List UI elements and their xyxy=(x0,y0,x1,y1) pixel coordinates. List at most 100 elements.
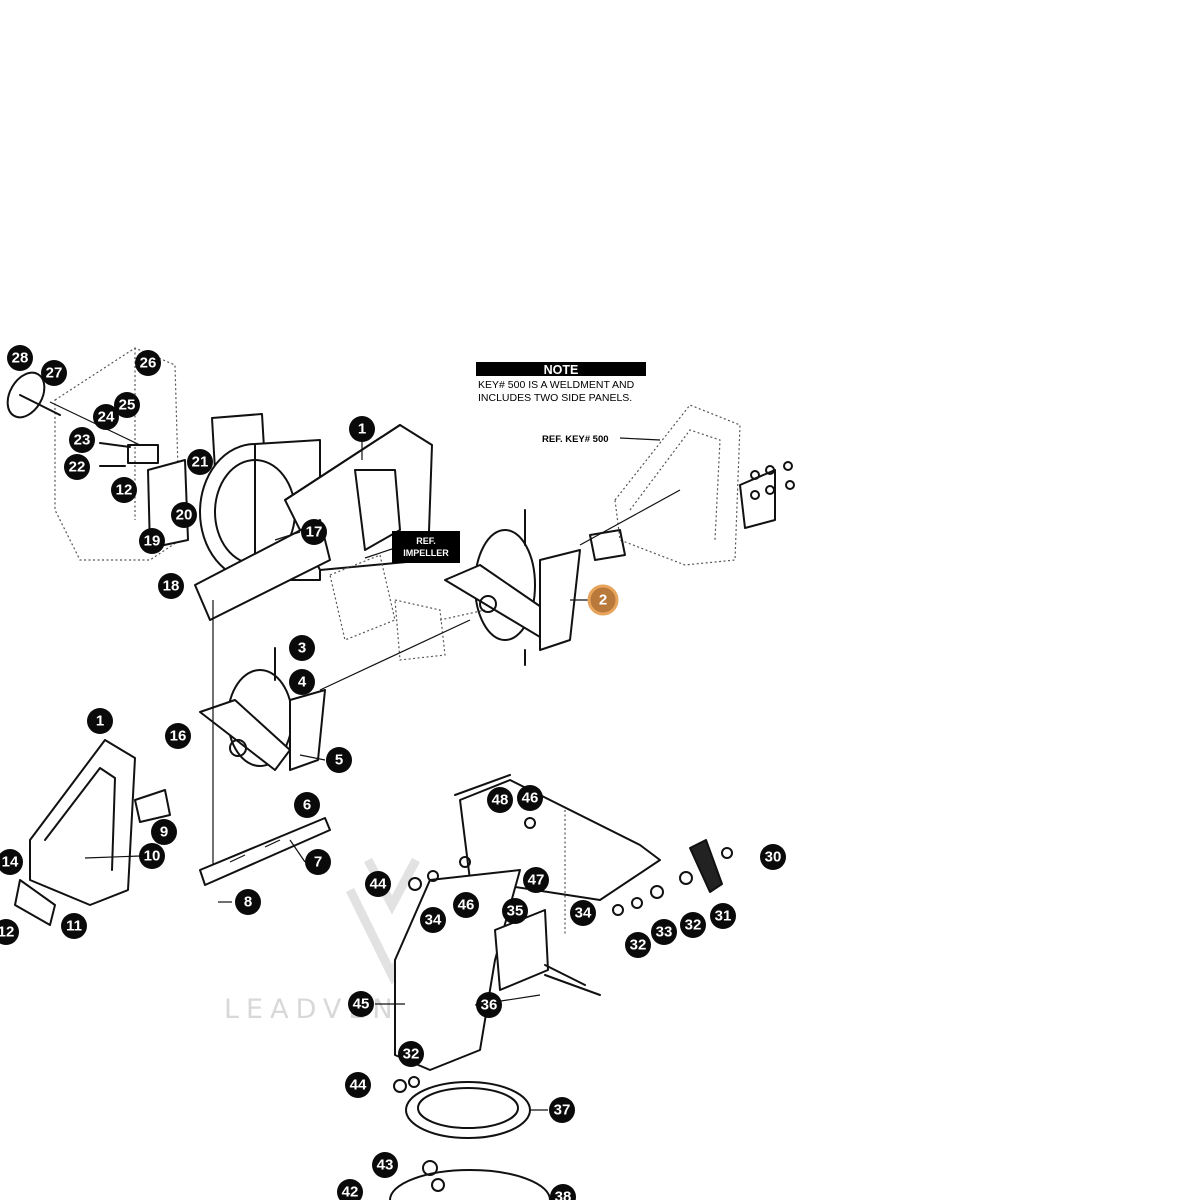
callout-22: 22 xyxy=(64,454,90,480)
chute-assembly xyxy=(389,774,661,1200)
ref-key-label: REF. KEY# 500 xyxy=(542,434,609,445)
callout-34-right: 34 xyxy=(570,900,596,926)
svg-text:32: 32 xyxy=(403,1046,420,1063)
callout-20: 20 xyxy=(171,502,197,528)
callout-9: 9 xyxy=(151,819,177,845)
callout-48: 48 xyxy=(487,787,513,813)
note-box: NOTE KEY# 500 IS A WELDMENT AND INCLUDES… xyxy=(476,362,646,404)
callout-46-mid: 46 xyxy=(453,892,479,918)
callout-10: 10 xyxy=(139,843,165,869)
callout-32-a: 32 xyxy=(625,932,651,958)
callout-1-upper: 1 xyxy=(349,416,375,442)
callout-47: 47 xyxy=(523,867,549,893)
callout-17: 17 xyxy=(301,519,327,545)
lower-side-panel xyxy=(14,739,171,926)
callout-44-bottom: 44 xyxy=(345,1072,371,1098)
svg-text:7: 7 xyxy=(314,854,322,871)
callout-42: 42 xyxy=(337,1179,363,1200)
svg-text:45: 45 xyxy=(353,996,370,1013)
svg-text:3: 3 xyxy=(298,640,306,657)
callout-18: 18 xyxy=(158,573,184,599)
callout-5: 5 xyxy=(326,747,352,773)
svg-text:36: 36 xyxy=(481,997,498,1014)
svg-text:12: 12 xyxy=(0,924,14,941)
callout-12-upper: 12 xyxy=(111,477,137,503)
callout-19: 19 xyxy=(139,528,165,554)
callout-3: 3 xyxy=(289,635,315,661)
callout-32-c: 32 xyxy=(398,1041,424,1067)
svg-text:22: 22 xyxy=(69,459,86,476)
callout-1-lower: 1 xyxy=(87,708,113,734)
svg-text:32: 32 xyxy=(630,937,647,954)
callout-23: 23 xyxy=(69,427,95,453)
note-line-1: KEY# 500 IS A WELDMENT AND xyxy=(478,379,635,391)
svg-text:21: 21 xyxy=(192,454,209,471)
callout-32-b: 32 xyxy=(680,912,706,938)
svg-text:2: 2 xyxy=(599,592,607,609)
callout-12-lower: 12 xyxy=(0,919,19,945)
svg-text:8: 8 xyxy=(244,894,252,911)
svg-text:1: 1 xyxy=(96,713,104,730)
svg-text:9: 9 xyxy=(160,824,168,841)
ghost-housing xyxy=(54,347,181,561)
impeller-housing xyxy=(194,413,433,621)
callout-38: 38 xyxy=(550,1184,576,1200)
svg-text:43: 43 xyxy=(377,1157,394,1174)
svg-text:48: 48 xyxy=(492,792,509,809)
callout-30: 30 xyxy=(760,844,786,870)
svg-text:34: 34 xyxy=(425,912,442,929)
callout-46-top: 46 xyxy=(517,785,543,811)
svg-text:25: 25 xyxy=(119,397,136,414)
callout-44-top: 44 xyxy=(365,871,391,897)
callout-28: 28 xyxy=(7,345,33,371)
svg-text:23: 23 xyxy=(74,432,91,449)
svg-text:IMPELLER: IMPELLER xyxy=(403,548,449,558)
svg-text:6: 6 xyxy=(303,797,311,814)
callout-34-left: 34 xyxy=(420,907,446,933)
callout-31: 31 xyxy=(710,903,736,929)
callout-21: 21 xyxy=(187,449,213,475)
svg-text:44: 44 xyxy=(350,1077,367,1094)
callout-33: 33 xyxy=(651,919,677,945)
svg-text:26: 26 xyxy=(140,355,157,372)
svg-text:31: 31 xyxy=(715,908,732,925)
svg-text:38: 38 xyxy=(555,1189,572,1200)
svg-text:12: 12 xyxy=(116,482,133,499)
callout-37: 37 xyxy=(549,1097,575,1123)
svg-text:42: 42 xyxy=(342,1184,359,1200)
svg-text:34: 34 xyxy=(575,905,592,922)
svg-text:20: 20 xyxy=(176,507,193,524)
svg-text:REF.: REF. xyxy=(416,536,436,546)
svg-text:27: 27 xyxy=(46,365,63,382)
svg-text:33: 33 xyxy=(656,924,673,941)
svg-text:11: 11 xyxy=(66,918,82,935)
callout-6: 6 xyxy=(294,792,320,818)
ref-impeller-label: REF. IMPELLER xyxy=(392,531,460,563)
callout-26: 26 xyxy=(135,350,161,376)
svg-text:46: 46 xyxy=(458,897,475,914)
callout-25: 25 xyxy=(114,392,140,418)
svg-text:1: 1 xyxy=(358,421,366,438)
svg-text:30: 30 xyxy=(765,849,782,866)
callout-2-highlighted[interactable]: 2 xyxy=(587,584,619,616)
side-panel-ghost xyxy=(579,404,795,566)
callout-8: 8 xyxy=(235,889,261,915)
callout-24: 24 xyxy=(93,404,119,430)
ref-impeller-ghost xyxy=(329,554,486,661)
svg-text:10: 10 xyxy=(144,848,161,865)
upper-auger xyxy=(444,509,581,666)
callout-14: 14 xyxy=(0,849,23,875)
svg-text:4: 4 xyxy=(298,674,307,691)
callout-43: 43 xyxy=(372,1152,398,1178)
svg-text:16: 16 xyxy=(170,728,187,745)
svg-text:35: 35 xyxy=(507,903,524,920)
svg-text:32: 32 xyxy=(685,917,702,934)
note-line-2: INCLUDES TWO SIDE PANELS. xyxy=(478,392,632,404)
scraper-bar xyxy=(199,817,331,886)
svg-text:44: 44 xyxy=(370,876,387,893)
callout-45: 45 xyxy=(348,991,374,1017)
svg-text:18: 18 xyxy=(163,578,180,595)
svg-text:24: 24 xyxy=(98,409,115,426)
svg-text:47: 47 xyxy=(528,872,545,889)
